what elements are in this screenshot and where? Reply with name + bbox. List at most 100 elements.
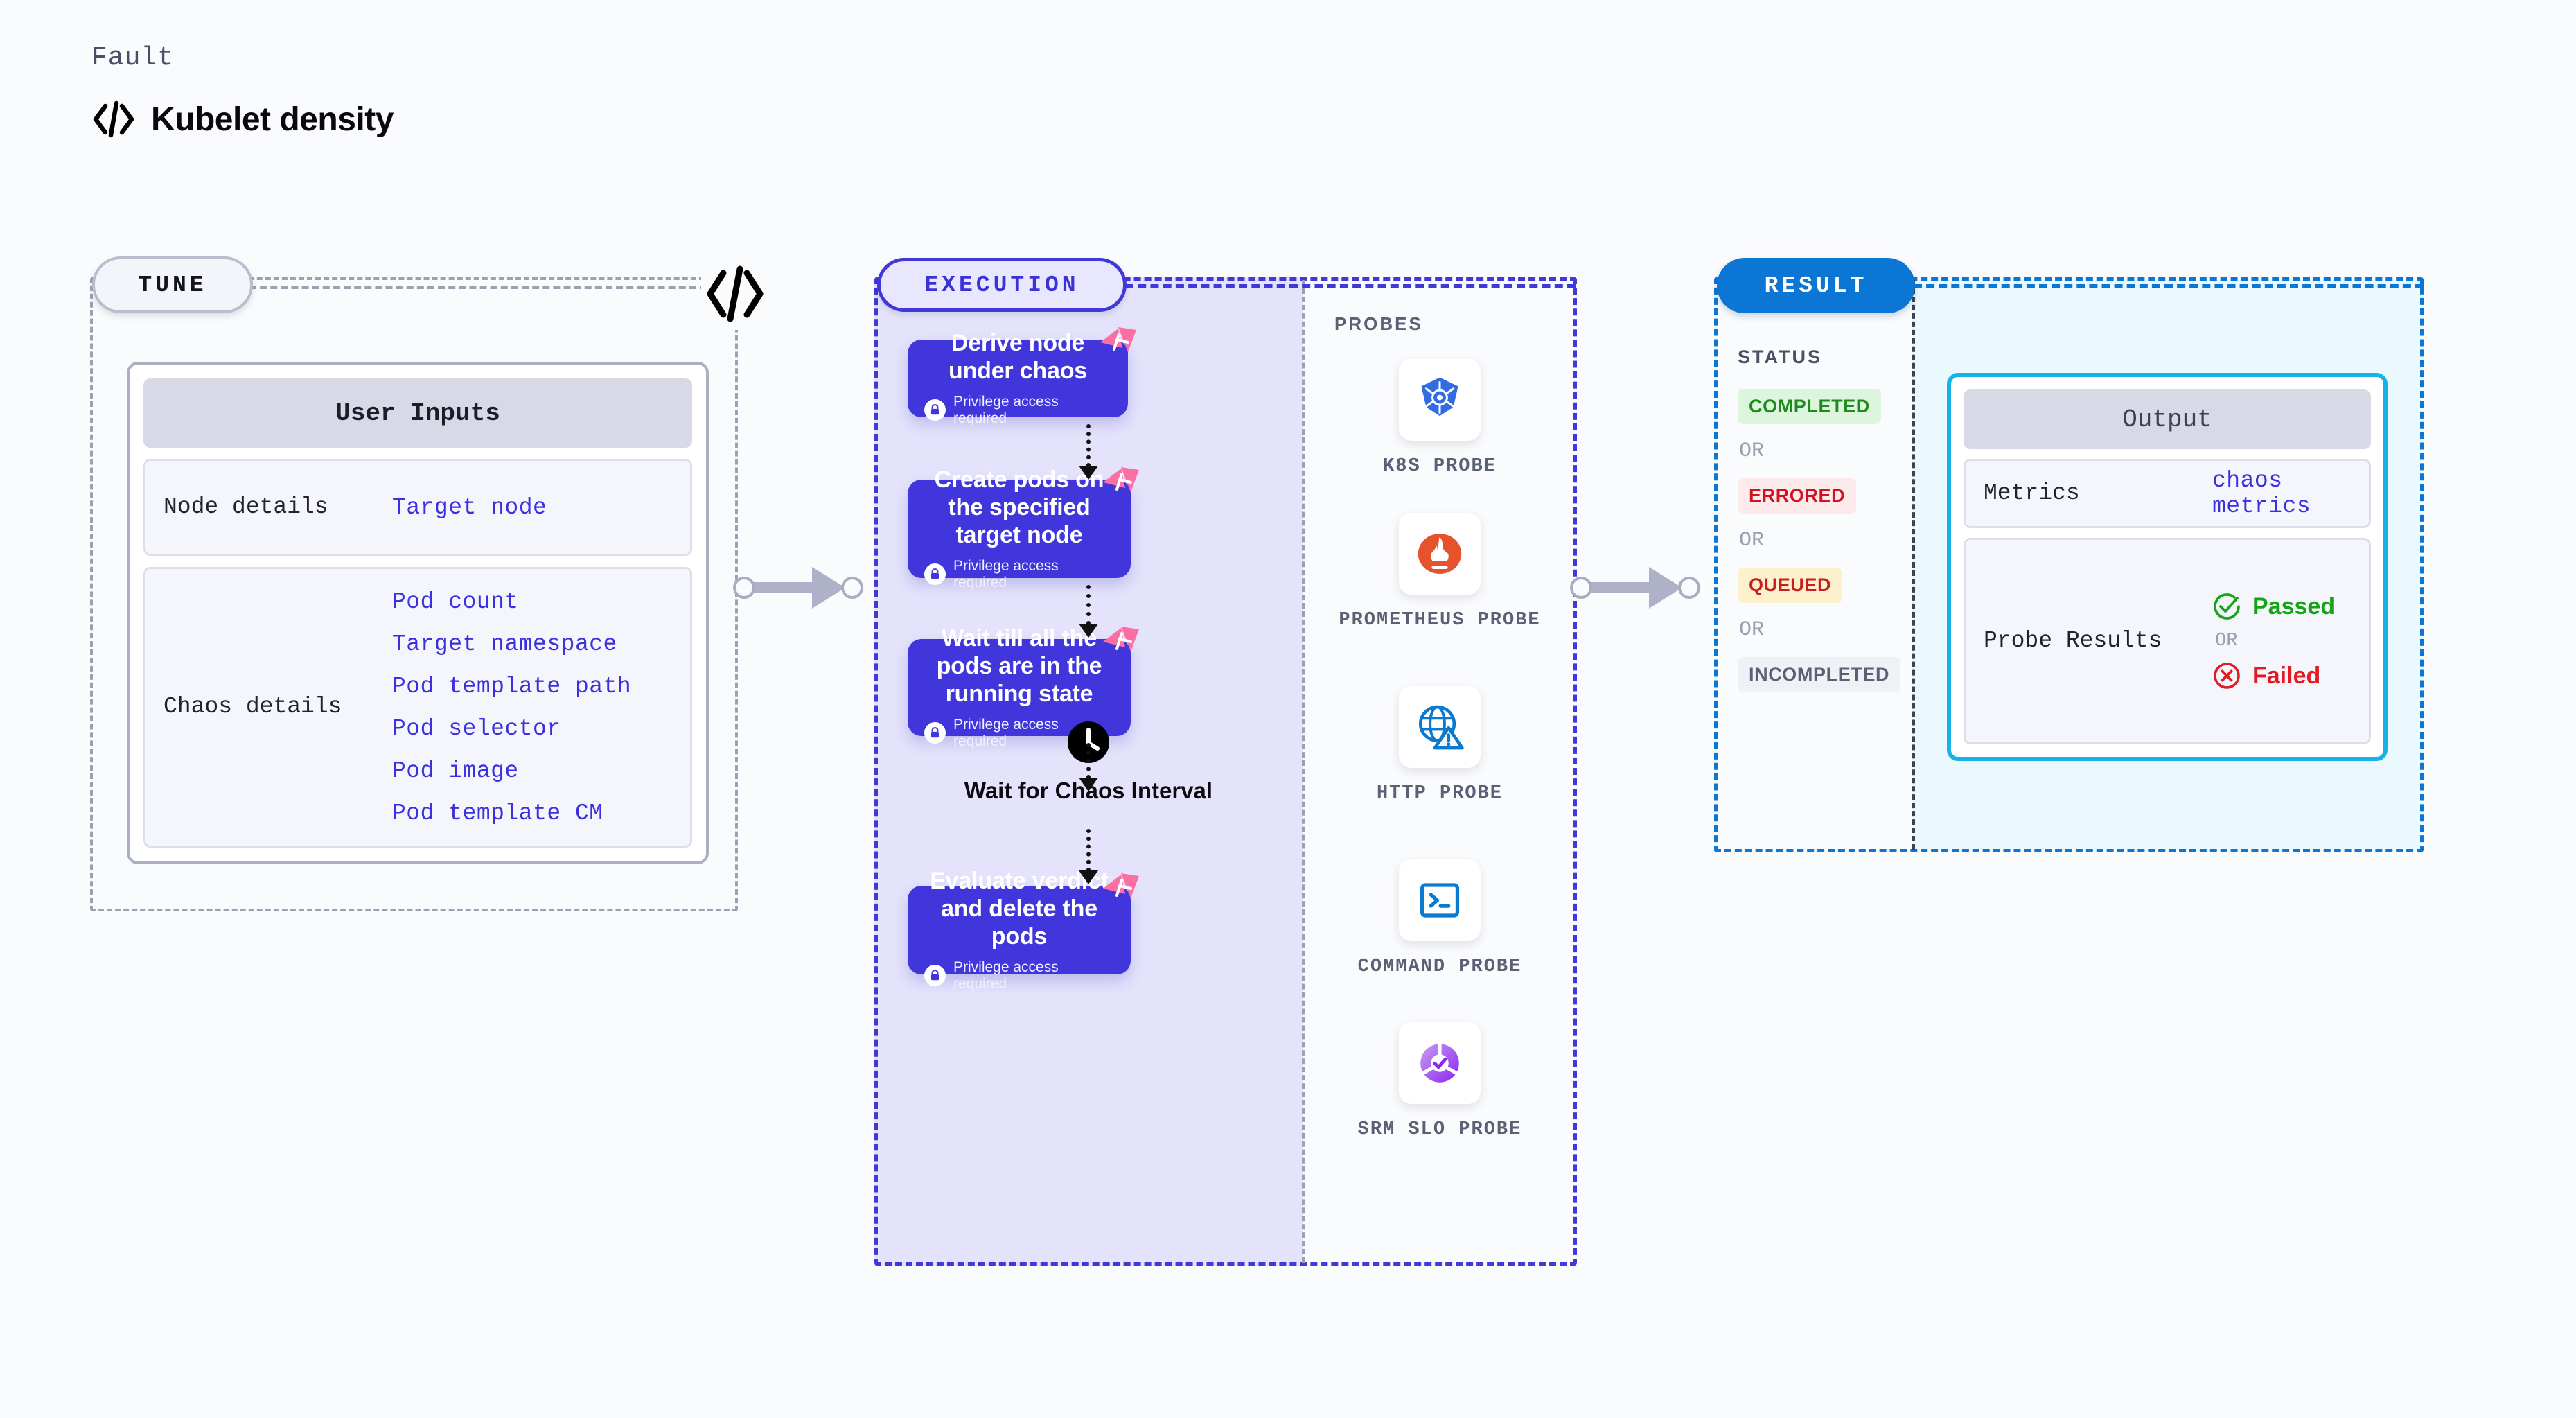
probe-tile (1399, 513, 1481, 595)
status-badge-incompleted: INCOMPLETED (1738, 657, 1901, 692)
status-badge-completed: COMPLETED (1738, 389, 1881, 424)
page-header: Fault Kubelet density (91, 43, 394, 139)
field-node-details[interactable]: Node details Target node (143, 459, 692, 556)
lock-icon (924, 399, 946, 421)
code-icon (701, 258, 768, 330)
probe-item-srm-slo[interactable]: SRM SLO PROBE (1303, 1022, 1577, 1142)
field-value[interactable]: Target node (392, 494, 547, 520)
check-circle-icon (2214, 593, 2240, 620)
kubernetes-icon (1421, 377, 1458, 417)
probes-title: PROBES (1334, 313, 1423, 334)
result-stage-chip[interactable]: RESULT (1717, 258, 1915, 313)
output-probe-results-row: Probe Results Passed OR Failed (1964, 538, 2371, 744)
lock-icon (924, 722, 946, 744)
field-value[interactable]: Pod image (392, 758, 519, 784)
field-value[interactable]: Pod selector (392, 715, 561, 742)
page-title-row: Kubelet density (91, 99, 394, 139)
execution-connector-line (1125, 284, 1576, 288)
user-inputs-card: User Inputs Node details Target node Cha… (127, 362, 709, 864)
probe-label: HTTP PROBE (1376, 783, 1503, 804)
status-column: STATUS COMPLETED OR ERRORED OR QUEUED OR… (1738, 347, 1911, 692)
execution-node-title: Create pods on the specified target node (934, 466, 1104, 548)
probe-item-k8s[interactable]: K8S PROBE (1303, 359, 1577, 479)
field-value[interactable]: Pod count (392, 588, 519, 615)
globe-warning-icon (1418, 705, 1464, 750)
field-label: Chaos details (164, 694, 342, 720)
fault-eyebrow: Fault (91, 43, 175, 73)
field-label: Node details (164, 493, 328, 520)
execution-probes-divider (1302, 280, 1305, 1263)
output-metrics-row[interactable]: Metrics chaos metrics (1964, 459, 2371, 528)
privilege-note: Privilege access required (924, 558, 1114, 591)
prometheus-icon (1418, 534, 1462, 574)
privilege-note: Privilege access required (924, 959, 1114, 992)
probe-tile (1399, 859, 1481, 941)
status-title: STATUS (1738, 347, 1822, 367)
field-value[interactable]: Pod template path (392, 673, 632, 699)
x-circle-icon (2214, 663, 2240, 689)
metrics-value[interactable]: chaos metrics (2212, 468, 2311, 519)
execution-node-title: Wait till all the pods are in the runnin… (936, 625, 1102, 707)
probe-results-values: Passed OR Failed (2212, 592, 2335, 690)
status-or: OR (1739, 439, 1765, 463)
execution-node[interactable]: Derive node under chaos Privilege access… (908, 327, 1136, 426)
status-badge-queued: QUEUED (1738, 568, 1843, 603)
terminal-icon (1420, 883, 1460, 918)
probe-results-label: Probe Results (1984, 627, 2162, 654)
metrics-label: Metrics (1984, 480, 2080, 506)
harness-ribbon-icon (1103, 873, 1139, 898)
harness-ribbon-icon (1103, 467, 1139, 492)
probe-label: PROMETHEUS PROBE (1339, 610, 1541, 631)
field-value[interactable]: Pod template CM (392, 800, 603, 826)
output-card: Output Metrics chaos metrics Probe Resul… (1947, 373, 2388, 761)
user-inputs-header: User Inputs (143, 378, 692, 448)
probe-tile (1399, 359, 1481, 441)
execution-node[interactable]: Create pods on the specified target node… (908, 466, 1139, 590)
slo-donut-icon (1420, 1042, 1459, 1083)
stage-connector-arrow (733, 567, 872, 609)
code-icon (93, 100, 134, 138)
execution-stage-boundary (874, 277, 1577, 1266)
field-value[interactable]: Target namespace (392, 631, 617, 657)
probe-result-or: OR (2215, 631, 2238, 651)
field-values: Target node (392, 495, 547, 520)
probes-column: PROBES K8S PROBE PR (1303, 277, 1577, 1266)
execution-node-title: Derive node under chaos (949, 330, 1087, 384)
field-values: Pod count Target namespace Pod template … (392, 589, 631, 826)
tune-connector-line (249, 286, 707, 289)
failed-label: Failed (2252, 662, 2321, 689)
privilege-note: Privilege access required (924, 717, 1114, 750)
status-or: OR (1739, 618, 1765, 642)
harness-ribbon-icon (1100, 327, 1136, 352)
privilege-note-text: Privilege access required (953, 716, 1059, 749)
probe-result-passed: Passed (2212, 592, 2335, 621)
privilege-note-text: Privilege access required (953, 959, 1059, 992)
result-connector-line (1914, 284, 2424, 288)
page-title: Kubelet density (151, 100, 394, 138)
status-badge-errored: ERRORED (1738, 478, 1857, 514)
status-or: OR (1739, 529, 1765, 552)
lock-icon (924, 563, 946, 586)
field-chaos-details[interactable]: Chaos details Pod count Target namespace… (143, 567, 692, 848)
passed-label: Passed (2252, 593, 2336, 620)
execution-node[interactable]: Wait till all the pods are in the runnin… (908, 625, 1139, 749)
probe-item-http[interactable]: HTTP PROBE (1303, 686, 1577, 806)
lock-icon (924, 965, 946, 987)
privilege-note-text: Privilege access required (953, 393, 1059, 426)
probe-tile (1399, 686, 1481, 768)
probe-label: K8S PROBE (1383, 456, 1497, 477)
harness-ribbon-icon (1103, 627, 1139, 651)
execution-flow: Derive node under chaos Privilege access… (874, 277, 1303, 1266)
probe-item-command[interactable]: COMMAND PROBE (1303, 859, 1577, 979)
execution-node[interactable]: Evaluate verdict and delete the pods Pri… (908, 868, 1139, 992)
result-stage-boundary (1714, 277, 2424, 852)
execution-stage-chip[interactable]: EXECUTION (877, 258, 1127, 312)
output-header: Output (1964, 389, 2371, 449)
result-status-divider (1912, 280, 1915, 850)
probe-label: SRM SLO PROBE (1357, 1119, 1522, 1140)
probe-result-failed: Failed (2212, 661, 2335, 690)
privilege-note: Privilege access required (924, 394, 1111, 427)
privilege-note-text: Privilege access required (953, 557, 1059, 590)
probe-item-prometheus[interactable]: PROMETHEUS PROBE (1303, 513, 1577, 633)
tune-stage-chip[interactable]: TUNE (92, 256, 253, 313)
